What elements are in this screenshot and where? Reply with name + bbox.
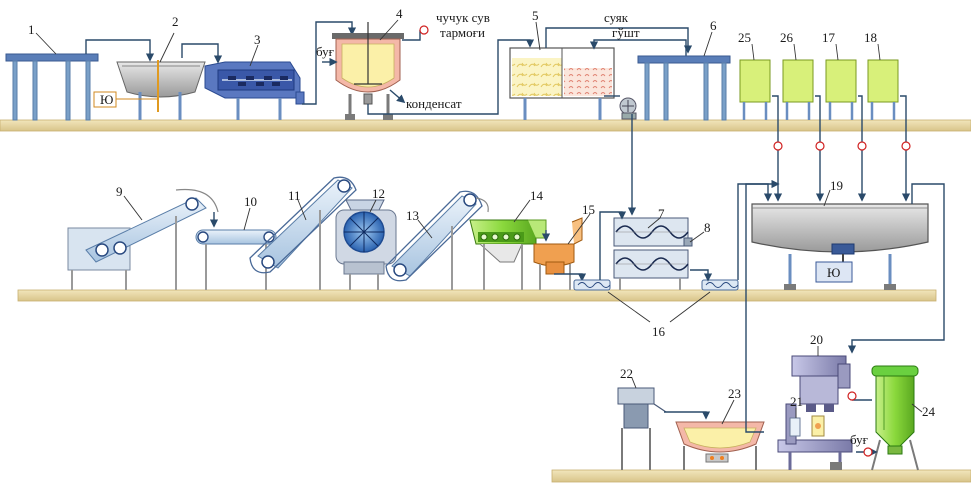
label-4: 4 [396, 6, 403, 21]
pipe-19-20 [847, 183, 945, 354]
screw-washer-3 [204, 61, 305, 120]
meat-line [589, 39, 687, 60]
label-5: 5 [532, 8, 539, 23]
label-25: 25 [738, 30, 751, 45]
label-7: 7 [658, 206, 665, 221]
steam-label-bottom: буғ [850, 432, 868, 447]
boiler-4 [332, 22, 404, 120]
kettle-23 [675, 421, 765, 470]
label-24: 24 [922, 404, 936, 419]
pipe-15-16 [554, 273, 587, 282]
tank25-outlet [772, 95, 783, 202]
inclined-conveyor-9 [67, 188, 219, 290]
pipe-3-4 [302, 21, 357, 105]
condensate-label: конденсат [406, 96, 462, 111]
pump-icon [619, 97, 637, 120]
sterilizer-24 [871, 365, 919, 471]
label-18: 18 [864, 30, 877, 45]
condensate-pipe [389, 89, 406, 104]
motor-label-b: Ю [827, 265, 840, 280]
screw-cooker-7 [613, 217, 693, 290]
water-label-line2: тармоғи [440, 25, 485, 40]
dispenser-22 [617, 387, 667, 470]
label-11: 11 [288, 188, 301, 203]
tank-25 [739, 59, 771, 120]
pipe-4-5 [367, 39, 535, 115]
label-12: 12 [372, 186, 385, 201]
floor-top [0, 119, 971, 132]
valve-icon-18 [901, 141, 911, 151]
bone-label: суяк [604, 10, 629, 25]
belt-conveyor-10 [195, 212, 277, 290]
jars-21 [789, 415, 825, 437]
label-16: 16 [652, 324, 666, 339]
label-22: 22 [620, 366, 633, 381]
screw-conveyor-16b [701, 279, 739, 291]
valve-icon-25 [773, 141, 783, 151]
label-3: 3 [254, 32, 261, 47]
motor-box-b: Ю [815, 261, 853, 283]
valve-icon-20 [847, 391, 857, 401]
pipe-23-20 [745, 179, 780, 433]
table-6 [637, 55, 731, 121]
pipe-1-2 [85, 39, 155, 62]
label-17: 17 [822, 30, 836, 45]
water-label-line1: чучук сув [436, 10, 490, 25]
label-23: 23 [728, 386, 741, 401]
hopper-15 [533, 217, 583, 290]
tank26-outlet [815, 95, 825, 202]
water-pipe [402, 30, 421, 41]
label-26: 26 [780, 30, 794, 45]
label-10: 10 [244, 194, 257, 209]
crusher-12 [335, 199, 397, 290]
label-15: 15 [582, 202, 595, 217]
bone-line [545, 27, 693, 54]
label-14: 14 [530, 188, 544, 203]
label-9: 9 [116, 184, 123, 199]
tank17-outlet [857, 95, 867, 202]
elevator-11 [249, 176, 357, 290]
tank-26 [782, 59, 814, 120]
label-8: 8 [704, 220, 711, 235]
washing-bath-2 [116, 60, 206, 120]
leader-16b [669, 291, 711, 323]
screw16a-to-7 [599, 211, 627, 280]
floor-middle [17, 289, 937, 302]
label-2: 2 [172, 14, 179, 29]
tank-18 [867, 59, 899, 120]
valve-icon-17 [857, 141, 867, 151]
valve-icon-24 [863, 447, 873, 457]
label-21: 21 [790, 394, 803, 409]
label-20: 20 [810, 332, 823, 347]
valve-icon-26 [815, 141, 825, 151]
tank-17 [825, 59, 857, 120]
washer-14 [469, 219, 547, 290]
leader-16a [607, 291, 651, 323]
pipe-22-23 [664, 411, 711, 420]
tank18-outlet [900, 95, 911, 202]
label-6: 6 [710, 18, 717, 33]
floor-bottom [551, 469, 971, 483]
cooker-to-16b [690, 269, 713, 282]
motor-label-a: Ю [100, 92, 113, 107]
motor-box-a: Ю [93, 91, 158, 108]
label-13: 13 [406, 208, 419, 223]
table-1 [5, 53, 99, 121]
meat-label: гўшт [612, 25, 640, 40]
water-valve-icon [419, 25, 429, 35]
elevator-13 [385, 190, 489, 290]
screw-conveyor-16a [573, 279, 611, 291]
steam-label-top: буғ [316, 44, 334, 59]
mixer-19 [751, 203, 929, 290]
label-19: 19 [830, 178, 843, 193]
filling-machine-20 [777, 355, 853, 470]
pipe-2-3 [181, 43, 223, 64]
separator-5 [509, 47, 615, 120]
label-1: 1 [28, 22, 35, 37]
